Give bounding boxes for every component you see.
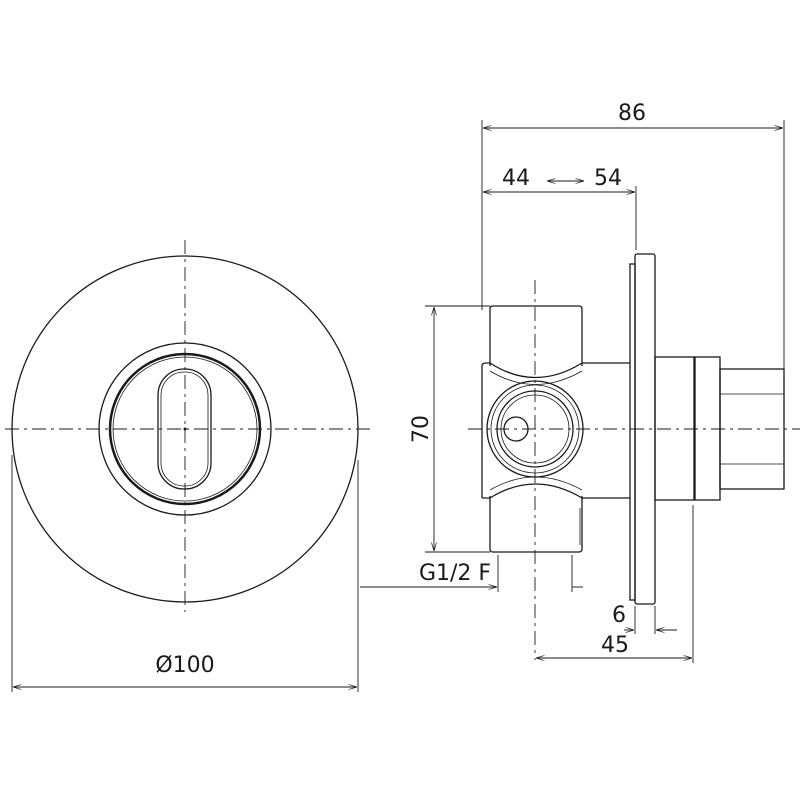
handle-slot [157, 368, 212, 490]
top-pipe-outlet [489, 305, 583, 366]
body-dimension-label: 45 [601, 633, 629, 658]
center-point [183, 427, 187, 431]
body-fillet-top [489, 370, 583, 385]
wall-plate-back [629, 263, 636, 601]
adjust-range-max-label: 54 [594, 166, 622, 191]
thread-label: G1/2 F [419, 561, 491, 586]
valve-body-top [481, 362, 630, 498]
diameter-label: Ø100 [155, 653, 214, 678]
valve-body-bottom [482, 483, 630, 499]
plate-thickness-label: 6 [612, 603, 626, 628]
side-view: 86 44 54 70 G1/2 F 6 45 [360, 101, 800, 663]
depth-label: 86 [618, 101, 646, 126]
spindle-sleeve [654, 356, 695, 501]
front-view: Ø100 [5, 240, 370, 692]
spindle-nut [694, 356, 721, 501]
adjust-range-min-label: 44 [502, 166, 530, 191]
bottom-pipe-inlet [489, 496, 583, 553]
height-label: 70 [409, 415, 434, 443]
